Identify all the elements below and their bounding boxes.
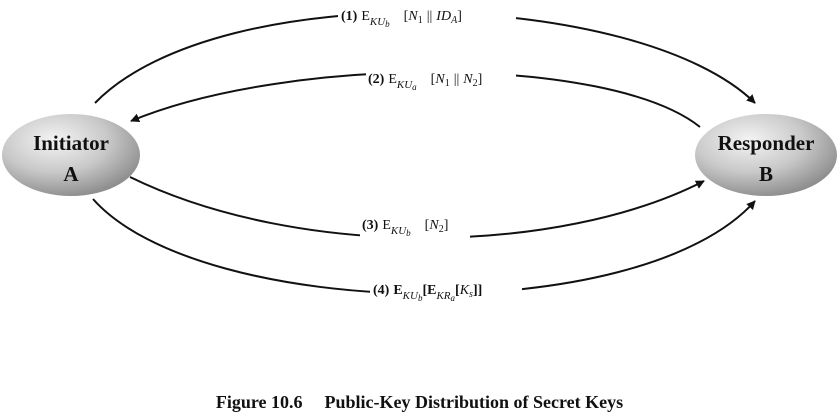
initiator-ellipse (2, 114, 140, 196)
responder-node: Responder B (695, 114, 837, 196)
figure-number: Figure 10.6 (215, 392, 303, 412)
figure-title: Public-Key Distribution of Secret Keys (324, 392, 624, 412)
message-2-label: (2)EKUa[N1||N2] (368, 72, 482, 92)
message-4-label-bg (370, 276, 522, 306)
initiator-label: Initiator (33, 131, 109, 155)
responder-label: Responder (718, 131, 815, 155)
message-3-label: (3)EKUb[N2] (362, 218, 448, 238)
message-2-label-bg (366, 66, 516, 92)
message-4-label: (4)EKUb[EKRa[Ks]] (373, 283, 482, 303)
responder-ellipse (695, 114, 837, 196)
message-1-label: (1)EKUb[N1||IDA] (341, 9, 462, 29)
initiator-node: Initiator A (2, 114, 140, 196)
message-3-label-bg (360, 212, 470, 240)
responder-id: B (759, 162, 773, 186)
figure-caption: Figure 10.6 Public-Key Distribution of Se… (0, 392, 839, 413)
message-1-label-bg (338, 3, 516, 27)
initiator-id: A (63, 162, 79, 186)
